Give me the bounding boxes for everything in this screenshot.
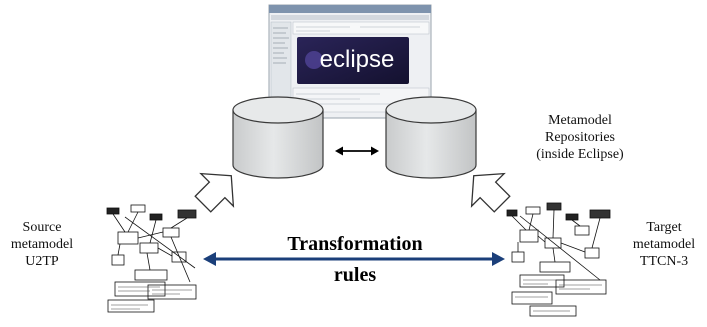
transformation-rules-line-1: Transformation [287,233,423,255]
eclipse-logo-icon [305,51,323,69]
repositories-label-line-2: Repositories [545,130,615,145]
eclipse-logo-banner [297,37,409,84]
transformation-rules-label-bottom: rules [270,264,440,286]
repository-cylinder-left [232,96,324,179]
target-label-line-1: Target [646,220,682,235]
eclipse-logo-text: eclipse [320,46,395,73]
source-label-line-3: U2TP [25,254,59,269]
source-label-line-2: metamodel [10,237,74,252]
repository-cylinder-right [385,96,477,179]
target-label-line-3: TTCN-3 [639,254,689,269]
import-arrow-right [470,172,511,213]
transformation-double-arrow [203,252,505,266]
transformation-rules-line-2: rules [333,264,377,286]
repositories-label-line-3: (inside Eclipse) [536,147,624,162]
target-metamodel-label: Target metamodel TTCN-3 [622,219,706,270]
repository-double-arrow [335,146,379,156]
source-label-line-1: Source [22,220,62,235]
source-metamodel-diagram [106,204,197,313]
repositories-label: Metamodel Repositories (inside Eclipse) [520,112,640,163]
target-label-line-2: metamodel [632,237,696,252]
source-metamodel-label: Source metamodel U2TP [2,219,82,270]
transformation-rules-label-top: Transformation [270,233,440,255]
import-arrow-left [194,172,235,213]
repositories-label-line-1: Metamodel [548,113,612,128]
target-metamodel-diagram [506,202,611,317]
